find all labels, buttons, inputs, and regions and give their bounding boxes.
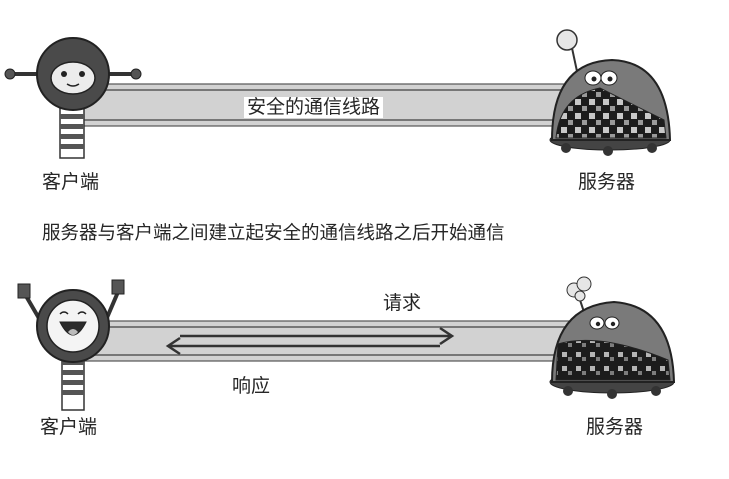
client-label-bottom: 客户端 <box>40 416 98 438</box>
server-label-top: 服务器 <box>578 171 636 193</box>
secure-connection-label: 安全的通信线路 <box>244 97 384 118</box>
request-arrow-icon <box>180 326 455 346</box>
client-robot-icon <box>4 37 142 159</box>
client-label-top: 客户端 <box>42 171 100 193</box>
diagram-caption: 服务器与客户端之间建立起安全的通信线路之后开始通信 <box>42 223 505 244</box>
response-arrow-icon <box>165 336 440 356</box>
server-robot-icon <box>549 29 672 156</box>
response-label: 响应 <box>232 375 271 397</box>
request-label: 请求 <box>383 292 422 314</box>
client-robot-icon-2 <box>17 279 125 411</box>
secure-pipe <box>69 83 591 127</box>
server-robot-icon-2 <box>549 276 676 399</box>
communication-pipe <box>84 320 586 362</box>
server-label-bottom: 服务器 <box>586 416 644 438</box>
